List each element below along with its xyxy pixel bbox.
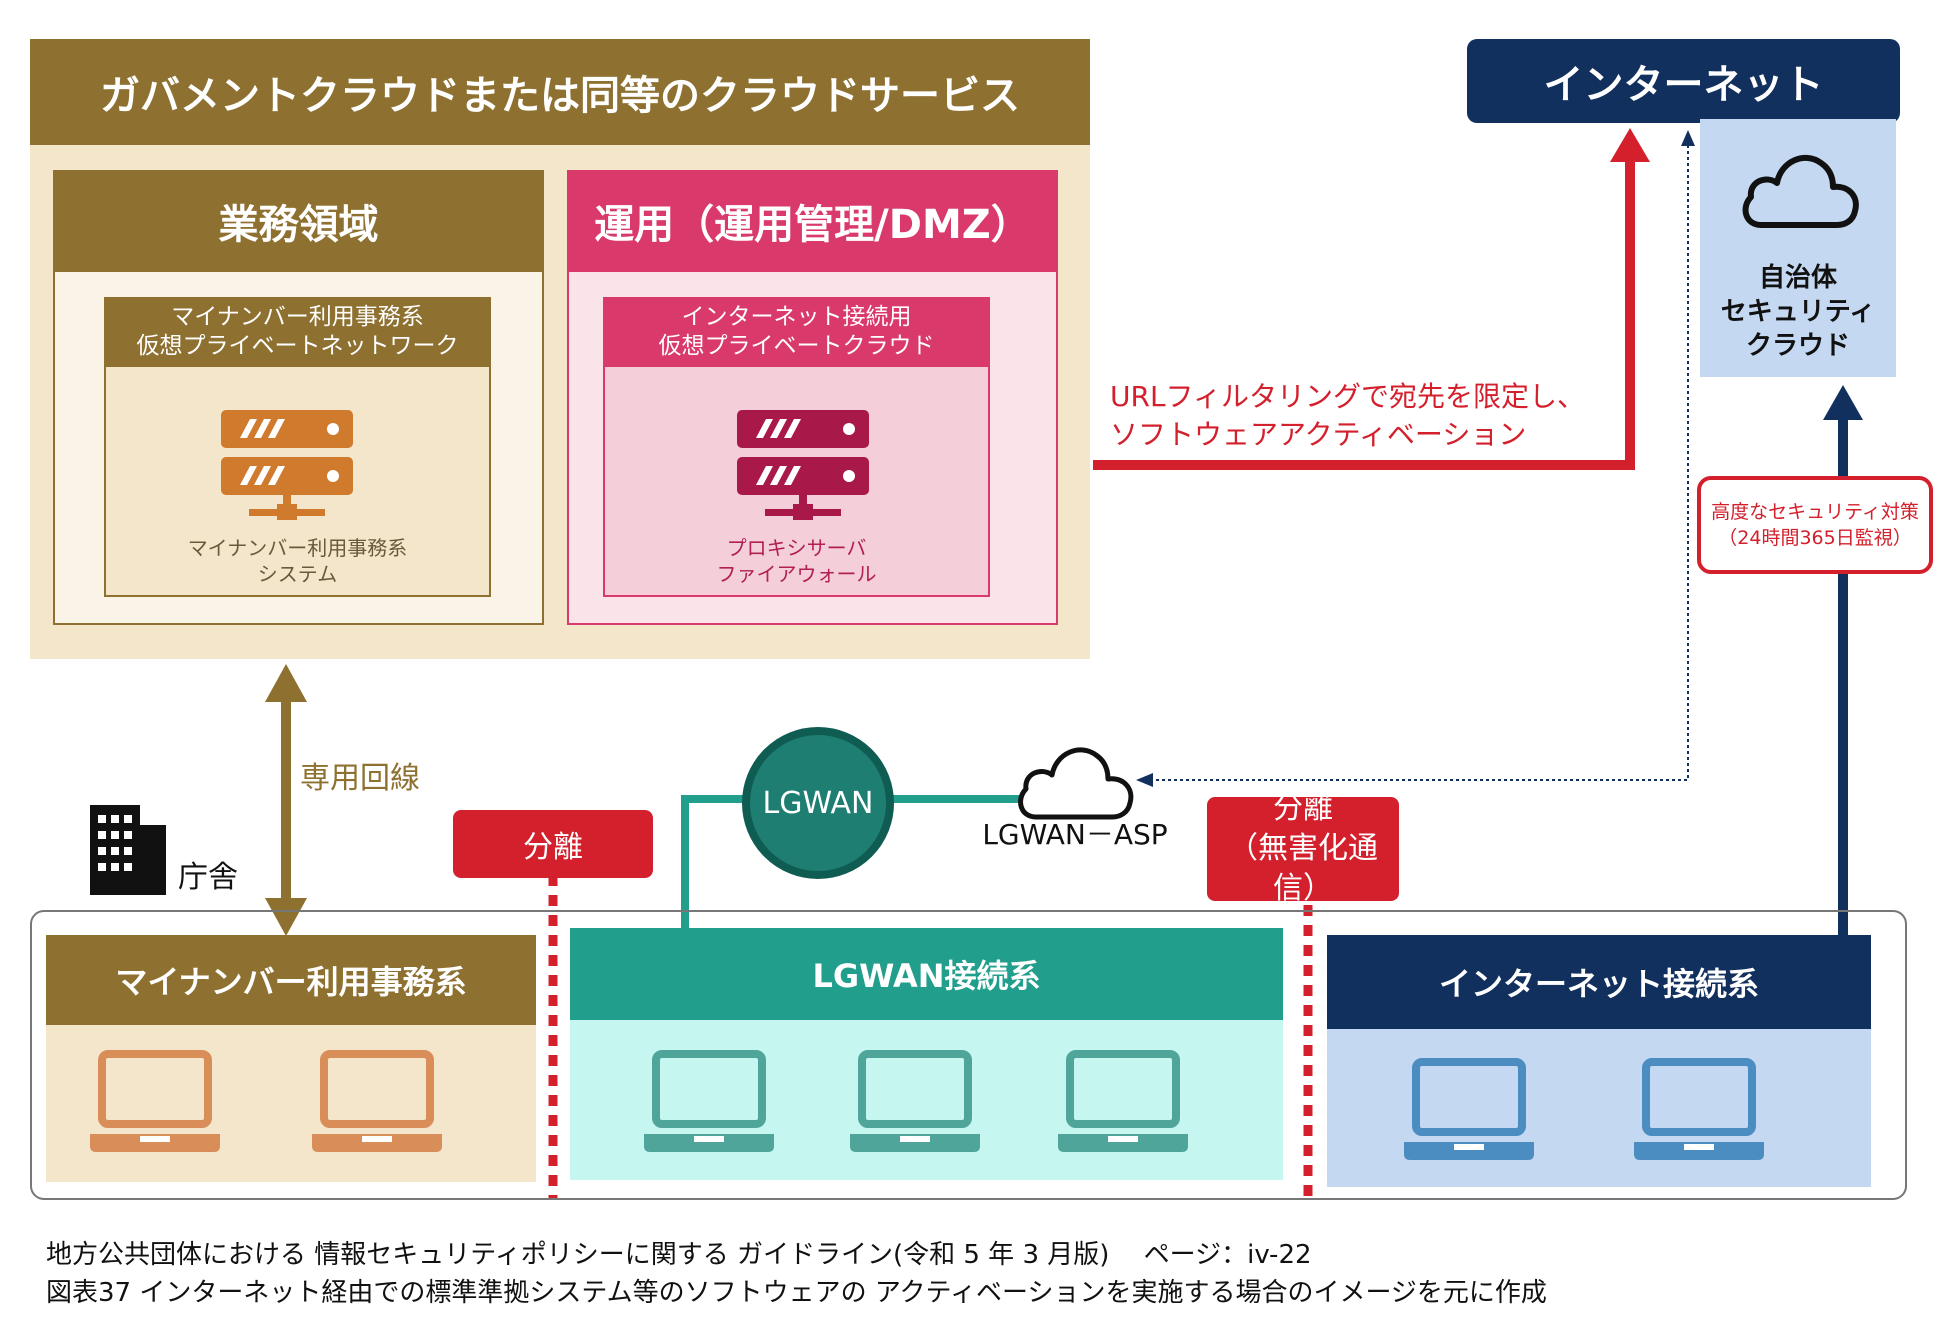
network-label-line2: 仮想プライベートネットワーク [136,333,459,359]
security-measure-line1: 高度なセキュリティ対策 [1711,501,1919,523]
system-label-line1: マイナンバー利用事務系 [187,536,408,560]
office-network-frame [30,910,1907,1200]
cloud-icon [1742,154,1859,228]
dotted-route-line [1150,145,1689,781]
cloud-label-line2: 仮想プライベートクラウド [658,333,935,359]
server-icon [737,410,869,520]
separation-2-line1: 分離 [1273,791,1333,826]
cloud-icon [1018,747,1134,820]
laptop-icon [310,1050,444,1154]
lgwan-zone-title: LGWAN接続系 [570,928,1283,1020]
building-icon [90,805,166,895]
laptop-icon [642,1050,776,1154]
dotted-arrow-head-up [1681,130,1695,146]
mynumber-zone-title: マイナンバー利用事務系 [46,935,536,1025]
laptop-icon [848,1050,982,1154]
url-filter-line1: URLフィルタリングで宛先を限定し、 [1110,380,1585,413]
footer-line1: 地方公共団体における 情報セキュリティポリシーに関する ガイドライン(令和 5 … [46,1240,1312,1270]
laptop-icon [1632,1058,1766,1162]
proxy-label-line2: ファイアウォール [716,562,877,586]
lgwan-connector [681,795,762,935]
office-label: 庁舎 [178,860,238,895]
gov-cloud-title: ガバメントクラウドまたは同等のクラウドサービス [30,39,1090,145]
security-cloud-label: 自治体 セキュリティ クラウド [1700,258,1896,366]
security-measure-line2: （24時間365日監視） [1718,527,1912,549]
server-icon [221,410,353,520]
lgwan-asp-label: LGWAN－ASP [982,818,1168,851]
dedicated-line-label: 専用回線 [300,761,420,796]
red-arrow-head [1610,128,1650,162]
separation-2-line2: （無害化通信） [1228,831,1378,906]
internet-box: インターネット [1467,39,1900,123]
navy-arrow-head [1823,385,1863,420]
laptop-icon [1402,1058,1536,1162]
mynumber-system-label: マイナンバー利用事務系 システム [104,533,491,589]
footer-line2: 図表37 インターネット経由での標準準拠システム等のソフトウェアの アクティベー… [46,1278,1547,1308]
proxy-label-line1: プロキシサーバ [726,536,867,560]
proxy-system-label: プロキシサーバ ファイアウォール [603,533,990,589]
network-label-line1: マイナンバー利用事務系 [171,304,424,330]
red-route-line [1093,150,1635,470]
footer-caption: 地方公共団体における 情報セキュリティポリシーに関する ガイドライン(令和 5 … [46,1236,1926,1312]
system-label-line2: システム [257,562,338,586]
gold-arrow-head-down [265,898,307,936]
security-measure-callout: 高度なセキュリティ対策 （24時間365日監視） [1697,476,1933,574]
url-filter-line2: ソフトウェアアクティベーション [1110,418,1527,451]
internet-zone-title: インターネット接続系 [1327,935,1871,1029]
security-label-line3: クラウド [1745,331,1850,361]
laptop-icon [88,1050,222,1154]
proxy-cloud-label: インターネット接続用 仮想プライベートクラウド [603,297,990,367]
business-area-title: 業務領域 [53,170,544,272]
security-label-line2: セキュリティ [1720,297,1876,327]
separation-badge-2: 分離 （無害化通信） [1207,791,1399,906]
dotted-arrow-head-left [1136,773,1153,787]
cloud-label-line1: インターネット接続用 [681,304,912,330]
separation-badge-1: 分離 [453,810,653,878]
security-label-line1: 自治体 [1758,263,1837,293]
operation-area-title: 運用（運用管理/DMZ） [567,170,1058,272]
gold-arrow-head-up [265,664,307,702]
mynumber-network-label: マイナンバー利用事務系 仮想プライベートネットワーク [104,297,491,367]
laptop-icon [1056,1050,1190,1154]
url-filter-note: URLフィルタリングで宛先を限定し、 ソフトウェアアクティベーション [1110,378,1630,454]
lgwan-node: LGWAN [742,727,894,879]
